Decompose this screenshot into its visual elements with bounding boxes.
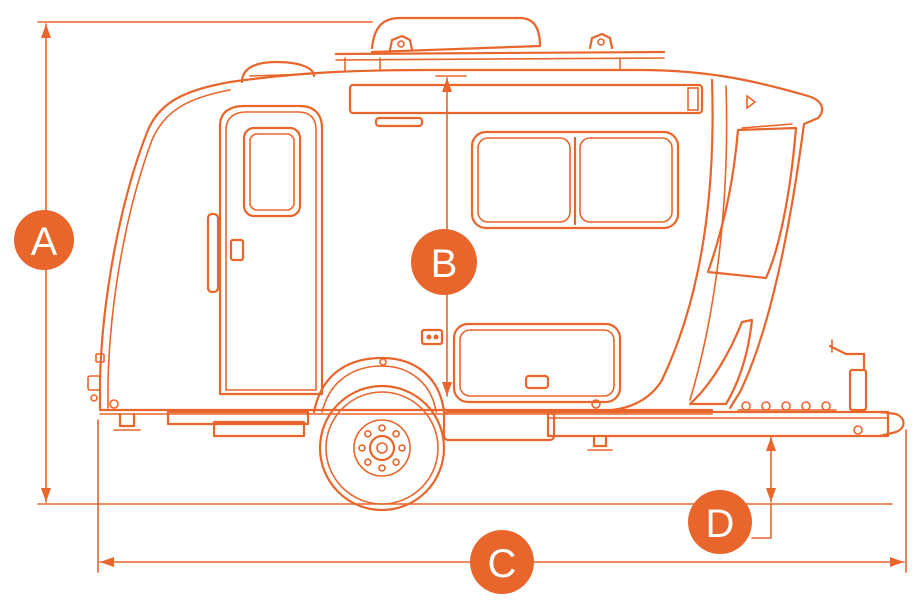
- storage-hatch: [452, 322, 622, 404]
- lug-nut: [392, 458, 400, 466]
- awning: [348, 83, 704, 115]
- dimension-d-leader: [751, 503, 772, 539]
- front-cap-inner: [689, 85, 728, 401]
- badge-c-circle: [470, 530, 534, 594]
- badge-b: B: [411, 229, 477, 295]
- roof-vent-icon: [240, 60, 316, 84]
- tongue-frame: [546, 410, 890, 438]
- outlet-dot-left: [426, 334, 432, 340]
- marker-light: [374, 116, 424, 128]
- dimension-lines: [37, 21, 907, 573]
- tire: [318, 384, 446, 512]
- dimension-b-arrow-bottom: [442, 382, 452, 396]
- side-window: [470, 130, 680, 230]
- lug-nut: [378, 464, 386, 472]
- wheel-well-inner: [321, 365, 437, 413]
- lug-nut: [358, 444, 366, 452]
- power-outlet-icon: [420, 328, 444, 346]
- badge-b-circle: [411, 229, 477, 295]
- lug-nut: [398, 444, 406, 452]
- outlet-dot-right: [433, 334, 439, 340]
- fender-bolt: [379, 358, 387, 366]
- roof-vent-base: [249, 73, 311, 77]
- lug-nut: [364, 458, 372, 466]
- storage-box: [212, 420, 306, 438]
- dimension-a-arrow-top: [41, 24, 51, 38]
- wheel-well: [312, 356, 446, 414]
- door-latch-icon: [229, 238, 245, 262]
- chassis-rail: [442, 410, 556, 442]
- coupler: [878, 410, 905, 438]
- tire-inner: [325, 391, 439, 505]
- shell-outline: [98, 68, 824, 410]
- dimension-c-arrow-left: [100, 557, 114, 567]
- roof-rack-icon: [334, 16, 666, 71]
- front-window-top: [741, 123, 793, 129]
- badge-c-label: C: [488, 542, 517, 586]
- shell-inner-line: [107, 89, 231, 409]
- hub: [368, 434, 396, 462]
- rear-step: [166, 410, 310, 426]
- tongue-chain-loops: [737, 401, 837, 411]
- storage-hatch-inner: [459, 329, 615, 397]
- entry-door: [218, 104, 324, 396]
- badge-d: D: [688, 490, 752, 554]
- dimension-c-arrow-right: [890, 557, 904, 567]
- trailer-body: [87, 16, 905, 451]
- door-window-inner: [249, 133, 295, 211]
- badge-d-label: D: [706, 502, 735, 546]
- front-stabilizer: [592, 434, 608, 448]
- front-cap-line: [610, 78, 714, 412]
- badge-b-label: B: [431, 242, 458, 286]
- door-window: [242, 126, 302, 218]
- rear-light-icon: [87, 353, 105, 402]
- front-lower-panel: [688, 318, 754, 406]
- awning-end: [687, 87, 699, 111]
- lug-nut: [378, 424, 386, 432]
- wheel-icon: [318, 384, 446, 512]
- dimension-d-arrow-top: [766, 437, 776, 451]
- frame-bolt: [591, 399, 601, 409]
- hitch-jack-icon: [828, 339, 868, 435]
- dimension-d-arrow-bottom: [766, 488, 776, 502]
- badge-a-label: A: [31, 220, 58, 264]
- dimension-a-arrow-bottom: [41, 488, 51, 502]
- side-window-inner-right: [579, 137, 673, 223]
- rear-stabilizer: [118, 412, 136, 428]
- rim: [353, 419, 411, 477]
- badge-a: A: [14, 210, 74, 270]
- front-badge-icon: [746, 94, 757, 110]
- lug-nut: [364, 430, 372, 438]
- entry-door-inner: [225, 111, 317, 391]
- door-handle-icon: [206, 212, 220, 294]
- lug-nut: [392, 430, 400, 438]
- badge-a-circle: [14, 210, 74, 270]
- side-window-inner-left: [477, 137, 571, 223]
- hatch-latch-icon: [524, 374, 550, 390]
- front-window: [706, 126, 798, 280]
- lug-nuts: [358, 424, 406, 472]
- badge-c: C: [470, 530, 534, 594]
- rear-bumper-bolt: [109, 399, 119, 409]
- hub-center: [376, 442, 388, 454]
- badge-d-circle: [688, 490, 752, 554]
